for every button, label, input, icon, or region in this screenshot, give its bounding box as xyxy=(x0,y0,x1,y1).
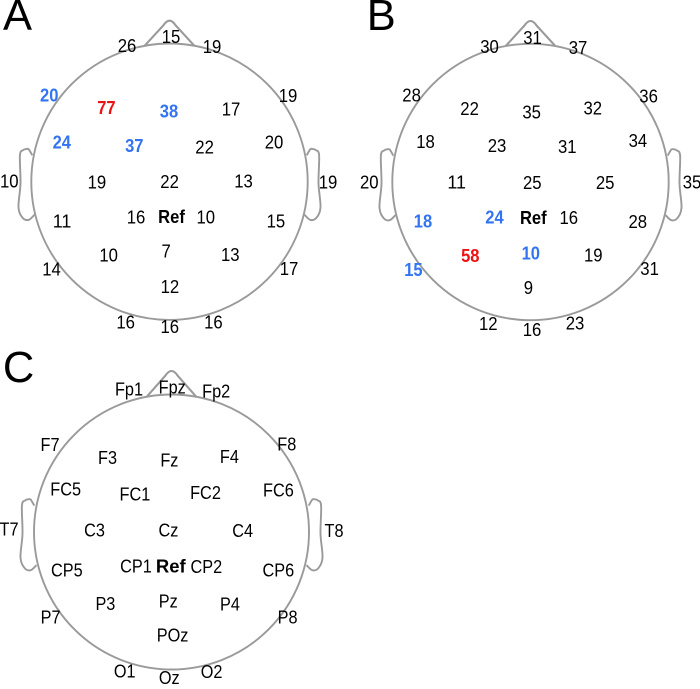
svg-text:31: 31 xyxy=(640,259,659,279)
svg-text:25: 25 xyxy=(523,173,542,193)
svg-text:16: 16 xyxy=(127,207,146,227)
svg-text:P8: P8 xyxy=(278,607,298,628)
svg-text:37: 37 xyxy=(125,136,143,156)
svg-text:Oz: Oz xyxy=(159,667,180,684)
svg-text:36: 36 xyxy=(639,86,658,106)
svg-text:FC2: FC2 xyxy=(190,482,221,503)
svg-text:31: 31 xyxy=(523,28,542,48)
svg-text:F4: F4 xyxy=(220,446,239,467)
svg-text:15: 15 xyxy=(267,212,286,232)
svg-text:37: 37 xyxy=(569,38,588,58)
svg-text:FC1: FC1 xyxy=(120,484,151,505)
svg-text:19: 19 xyxy=(88,173,107,193)
svg-text:T7: T7 xyxy=(0,518,19,539)
svg-text:77: 77 xyxy=(97,98,115,118)
svg-text:Ref: Ref xyxy=(520,208,548,228)
svg-text:P7: P7 xyxy=(41,606,61,627)
svg-text:O1: O1 xyxy=(114,661,136,682)
svg-text:22: 22 xyxy=(460,99,479,119)
svg-text:16: 16 xyxy=(560,208,579,228)
svg-text:22: 22 xyxy=(160,172,179,192)
svg-text:22: 22 xyxy=(195,138,214,158)
svg-text:P4: P4 xyxy=(220,594,240,615)
svg-text:58: 58 xyxy=(461,246,479,266)
svg-text:16: 16 xyxy=(161,317,180,337)
svg-text:19: 19 xyxy=(584,246,603,266)
svg-text:17: 17 xyxy=(222,99,241,119)
svg-text:19: 19 xyxy=(319,173,338,193)
svg-text:P3: P3 xyxy=(95,593,115,614)
svg-text:20: 20 xyxy=(360,172,379,192)
svg-text:20: 20 xyxy=(40,86,58,106)
svg-text:38: 38 xyxy=(160,101,178,121)
svg-text:POz: POz xyxy=(157,624,189,645)
svg-text:A: A xyxy=(3,0,32,40)
svg-text:25: 25 xyxy=(596,173,615,193)
svg-text:B: B xyxy=(367,0,396,40)
svg-text:11: 11 xyxy=(447,172,466,192)
svg-text:C4: C4 xyxy=(232,520,253,541)
svg-text:CP5: CP5 xyxy=(51,559,83,580)
svg-text:O2: O2 xyxy=(201,661,223,682)
svg-text:12: 12 xyxy=(479,314,498,334)
svg-text:23: 23 xyxy=(488,136,507,156)
svg-text:15: 15 xyxy=(162,27,181,47)
svg-text:28: 28 xyxy=(629,212,648,232)
svg-text:16: 16 xyxy=(523,320,542,340)
svg-text:F8: F8 xyxy=(277,434,296,455)
svg-text:15: 15 xyxy=(404,260,422,280)
svg-text:13: 13 xyxy=(234,172,253,192)
svg-text:Cz: Cz xyxy=(159,520,179,541)
svg-text:18: 18 xyxy=(416,132,435,152)
svg-text:19: 19 xyxy=(279,86,298,106)
svg-text:16: 16 xyxy=(204,312,223,332)
svg-text:35: 35 xyxy=(522,102,541,122)
svg-text:31: 31 xyxy=(558,137,577,157)
svg-text:T8: T8 xyxy=(325,520,344,541)
svg-text:Fp1: Fp1 xyxy=(115,379,143,400)
svg-text:F3: F3 xyxy=(98,447,117,468)
svg-text:20: 20 xyxy=(265,133,284,153)
svg-text:10: 10 xyxy=(0,172,19,192)
svg-text:Fp2: Fp2 xyxy=(202,381,230,402)
svg-text:C3: C3 xyxy=(84,520,105,541)
svg-text:14: 14 xyxy=(42,260,61,280)
svg-text:9: 9 xyxy=(524,278,533,298)
svg-text:C: C xyxy=(3,344,34,392)
svg-text:7: 7 xyxy=(162,242,171,262)
svg-text:CP6: CP6 xyxy=(263,560,295,581)
svg-text:10: 10 xyxy=(197,208,216,228)
svg-text:FC6: FC6 xyxy=(263,480,294,501)
svg-text:FC5: FC5 xyxy=(50,478,81,499)
svg-text:F7: F7 xyxy=(41,434,60,455)
svg-text:11: 11 xyxy=(53,211,72,231)
svg-text:Pz: Pz xyxy=(159,591,178,612)
svg-text:35: 35 xyxy=(683,172,700,192)
svg-text:18: 18 xyxy=(414,212,432,232)
svg-text:17: 17 xyxy=(280,259,299,279)
svg-text:12: 12 xyxy=(161,277,180,297)
svg-text:32: 32 xyxy=(584,99,603,119)
svg-text:Ref: Ref xyxy=(156,556,187,577)
svg-text:26: 26 xyxy=(118,36,137,56)
svg-text:Fpz: Fpz xyxy=(159,376,186,397)
svg-text:10: 10 xyxy=(522,243,540,263)
svg-text:19: 19 xyxy=(203,37,222,57)
svg-text:13: 13 xyxy=(221,245,240,265)
svg-text:10: 10 xyxy=(99,246,118,266)
svg-text:30: 30 xyxy=(480,37,499,57)
svg-text:CP1: CP1 xyxy=(120,556,152,577)
svg-text:34: 34 xyxy=(629,131,648,151)
svg-text:16: 16 xyxy=(116,312,135,332)
svg-text:24: 24 xyxy=(485,207,503,227)
svg-text:CP2: CP2 xyxy=(191,556,223,577)
svg-text:28: 28 xyxy=(402,86,421,106)
svg-text:23: 23 xyxy=(566,314,585,334)
svg-text:Fz: Fz xyxy=(160,449,178,470)
svg-text:24: 24 xyxy=(53,133,71,153)
svg-text:Ref: Ref xyxy=(158,207,186,227)
